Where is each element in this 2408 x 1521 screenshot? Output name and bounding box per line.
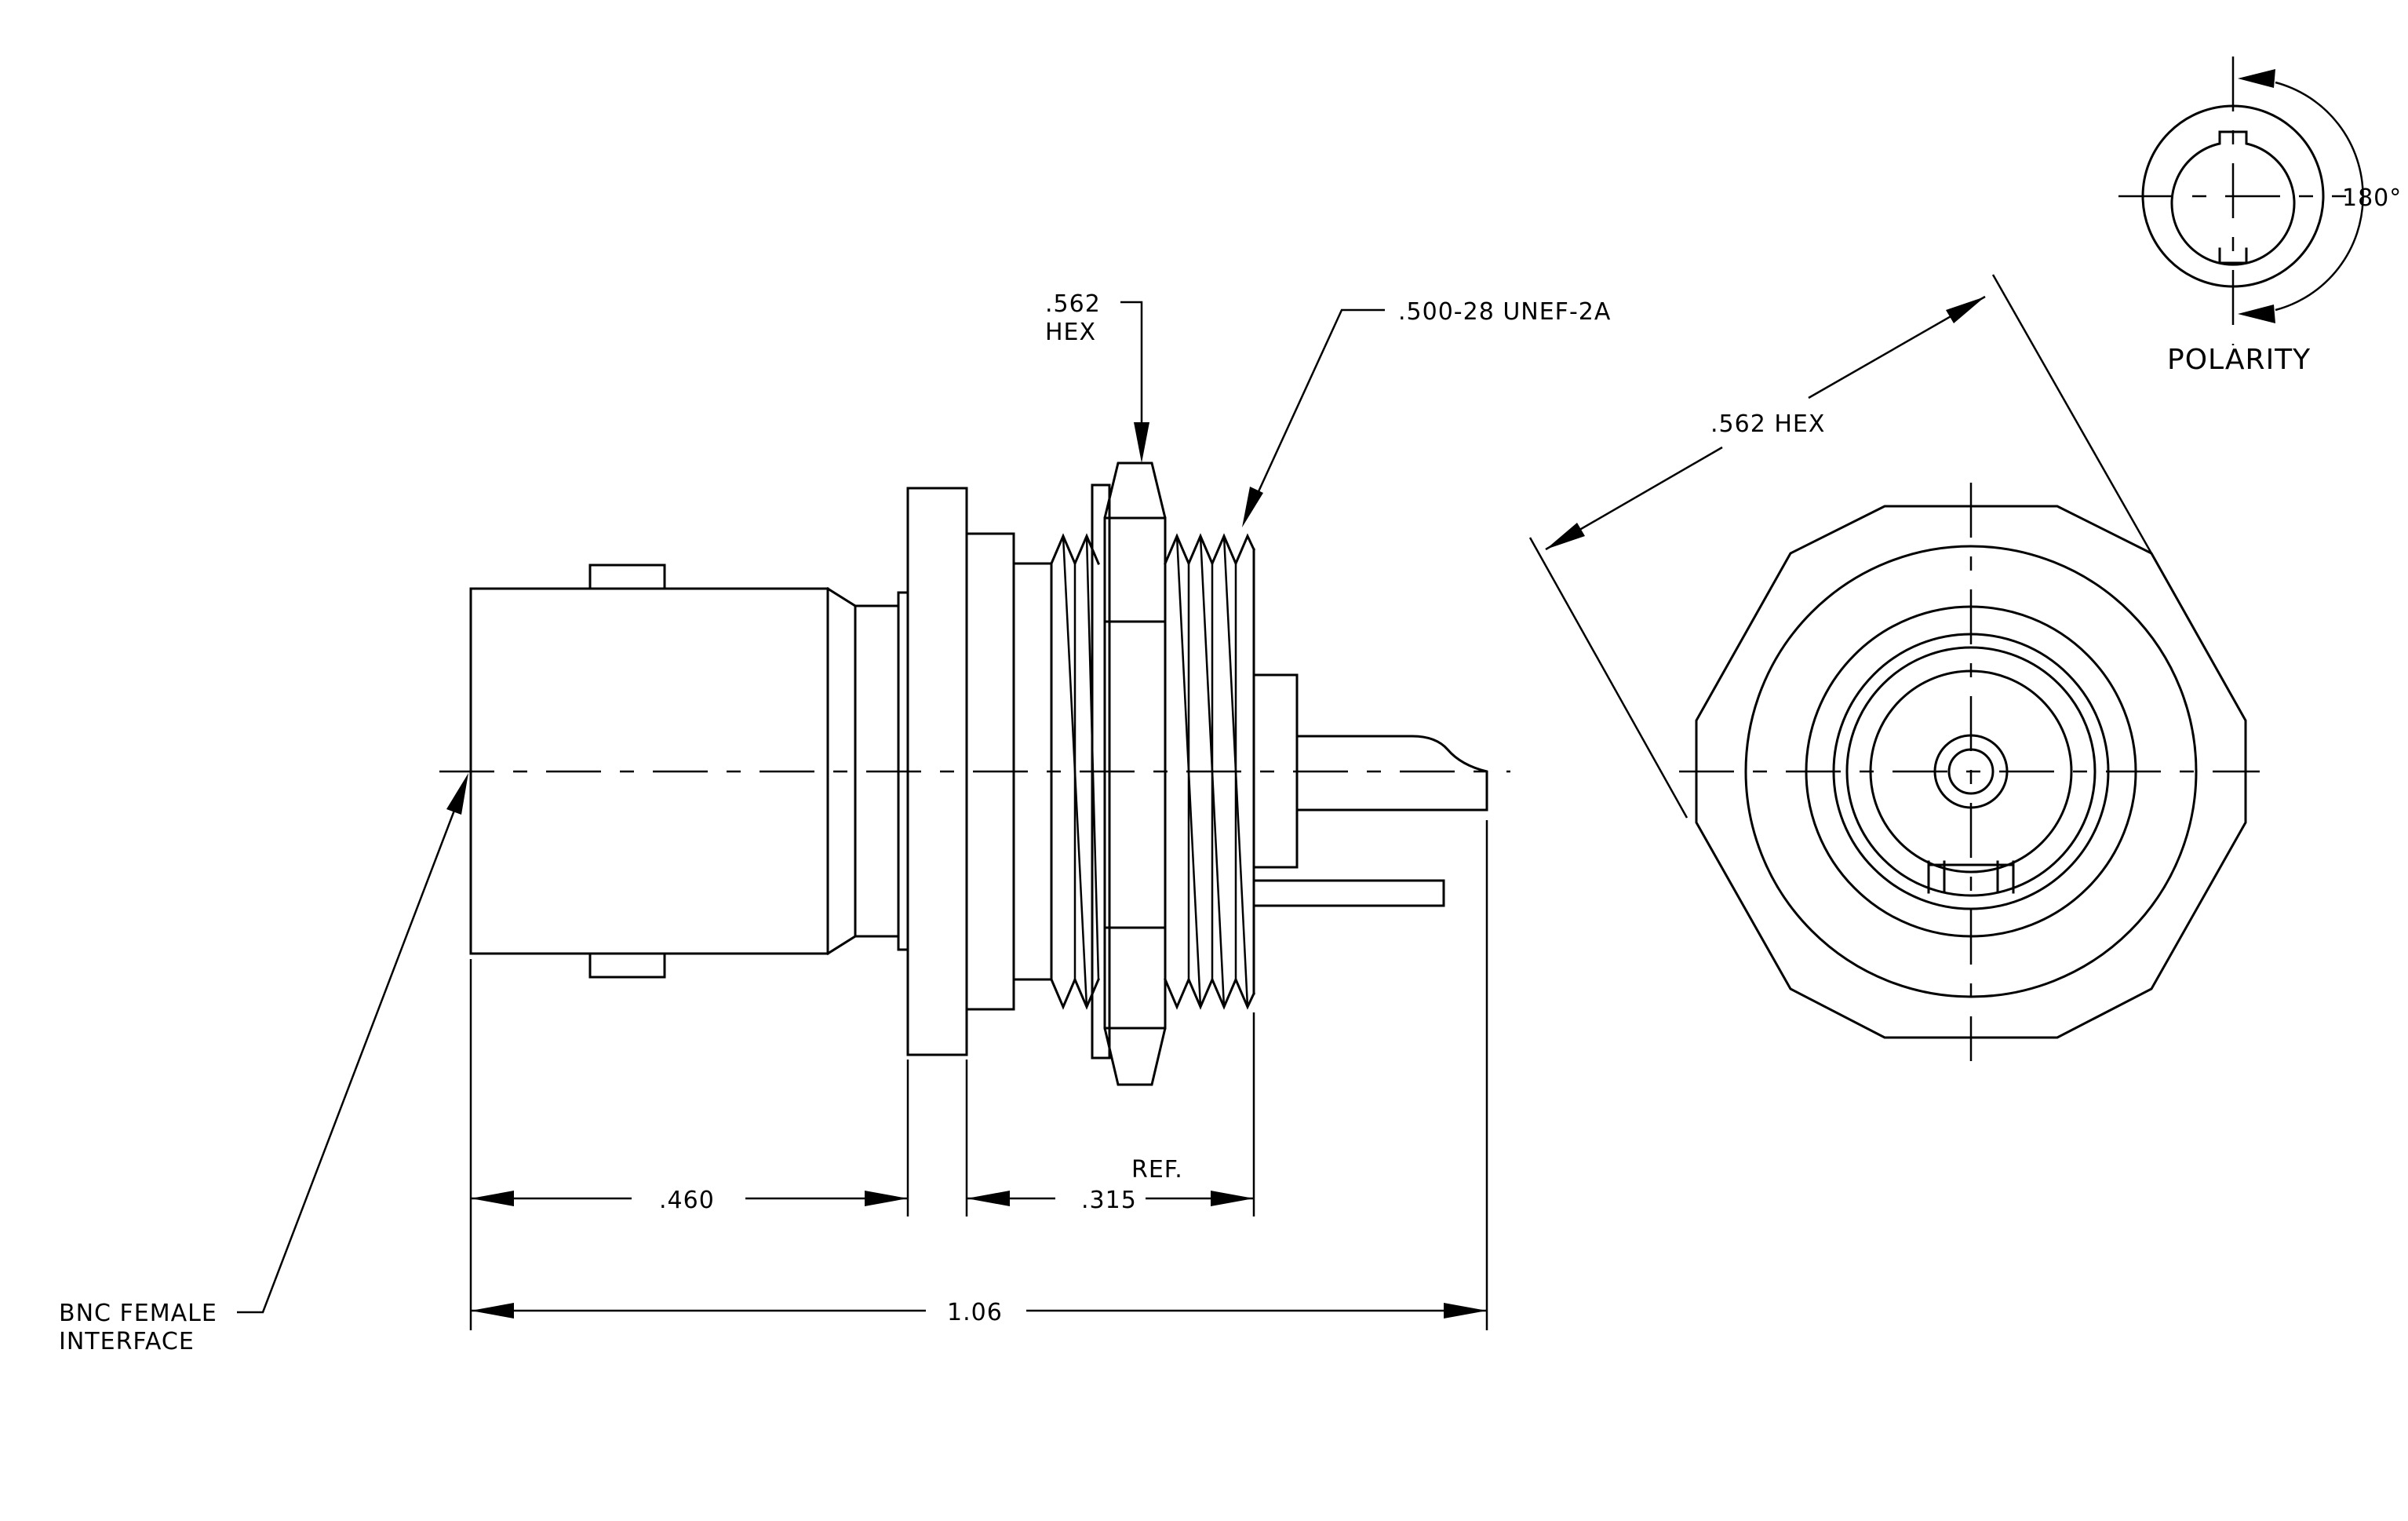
polarity-outer-circle [2141,104,2325,288]
ref-label: REF. [1131,1156,1183,1184]
front-view: .562 HEX [1528,274,2260,1061]
hex-side-label-line2: HEX [1045,319,1096,346]
dim-106-label: 1.06 [947,1299,1003,1326]
arrowhead [446,773,468,815]
lock-washer [1091,483,1111,1060]
polarity-detail: 180° POLARITY [2118,57,2402,376]
interface-label-line1: BNC FEMALE [59,1300,217,1327]
side-view: .460 REF. .315 1.06 .562 HEX .500-28 UNE… [59,290,1611,1355]
thread-left [1050,533,1100,1010]
arrowhead [865,1191,908,1206]
hex-front-label: .562 HEX [1710,410,1825,438]
polarity-rotation-arc [2275,81,2364,312]
rear-block [1252,673,1299,869]
arrowhead [1211,1191,1254,1206]
center-contact-terminal [1295,735,1488,812]
polarity-inner-keyed-circle [2170,130,2296,266]
hex-nut [1103,461,1167,1086]
polarity-angle-label: 180° [2342,184,2402,212]
arrowhead [967,1191,1010,1206]
arrowhead [1546,523,1585,549]
bayonet-lug-top [588,564,666,590]
arrowhead [1134,422,1149,463]
arrowhead [2238,305,2275,323]
front-key-slot [1927,860,2015,894]
thread-spec-leader [1254,308,1385,499]
dim-460-label: .460 [659,1187,715,1214]
hex-side-label-line1: .562 [1045,290,1101,318]
arrowhead [2238,69,2275,88]
ground-tab [1252,879,1445,907]
arrowhead [1242,487,1263,527]
interface-leader [237,808,457,1314]
bayonet-lug-bottom [588,952,666,979]
thread-spec-label: .500-28 UNEF-2A [1398,298,1611,326]
hex-front-ext-right [1991,274,2153,554]
arrowhead [1946,297,1985,323]
arrowhead [1444,1303,1487,1319]
hex-side-leader [1120,301,1143,424]
arrowhead [471,1303,514,1319]
polarity-label: POLARITY [2167,344,2311,376]
interface-label-line2: INTERFACE [59,1328,195,1355]
arrowhead [471,1191,514,1206]
front-bayonet-circle [1845,646,2097,897]
hex-front-ext-left [1528,537,1689,819]
dim-315-label: .315 [1081,1187,1137,1214]
